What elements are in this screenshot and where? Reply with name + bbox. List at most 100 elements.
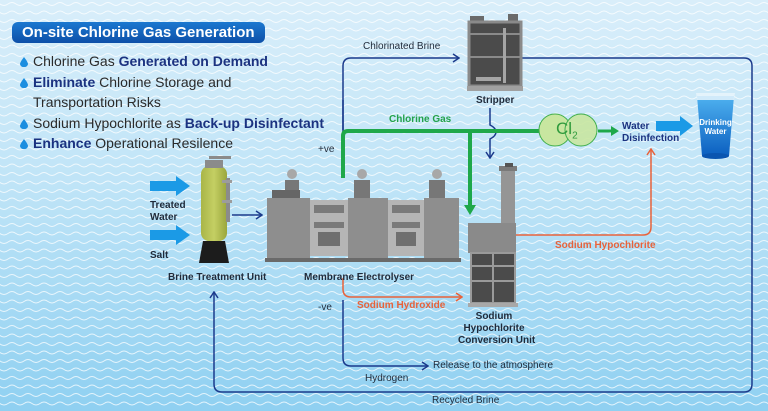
wave-line <box>0 112 768 117</box>
cl2-symbol: Cl <box>556 119 573 138</box>
wave-line <box>0 95 768 100</box>
wave-line <box>0 325 768 329</box>
salt-input-arrow <box>150 225 190 245</box>
drinking-water-label: Drinking Water <box>697 118 734 136</box>
water-drop-icon <box>20 139 28 149</box>
wave-line <box>0 376 768 380</box>
wave-line <box>0 70 768 74</box>
recycled-brine-line <box>214 57 753 393</box>
membrane-electrolyser-label: Membrane Electrolyser <box>304 272 415 283</box>
wave-line <box>0 367 768 372</box>
recycled-brine-label: Recycled Brine <box>432 395 500 406</box>
benefit-text: Sodium Hypochlorite as <box>33 114 185 131</box>
water-disinfection-label-line2: Disinfection <box>622 133 680 144</box>
benefit-text: Chlorine Gas <box>33 53 119 69</box>
benefit-text: Operational Resilence <box>91 135 233 151</box>
benefit-item: Enhance Operational Resilence <box>20 133 324 154</box>
benefit-item: Chlorine Gas Generated on Demand <box>20 51 324 72</box>
chlorine-gas-label: Chlorine Gas <box>389 114 452 125</box>
benefit-highlight: Back-up Disinfectant <box>184 114 324 131</box>
wave-line <box>0 350 768 355</box>
wave-line <box>0 197 768 202</box>
stripper-label: Stripper <box>476 95 515 106</box>
wave-line <box>0 299 768 304</box>
conversion-unit-label-line3: Conversion Unit <box>458 335 536 346</box>
wave-line <box>0 282 768 287</box>
water-drop-icon <box>20 77 28 88</box>
chlorinated-brine-line <box>342 58 459 150</box>
treated-water-input-arrow <box>150 176 190 196</box>
wave-line <box>0 78 768 83</box>
wave-line <box>0 308 768 312</box>
wave-line <box>0 19 768 23</box>
water-disinfection-label-line1: Water <box>622 121 650 132</box>
drinking-water-glass-graphic <box>696 93 735 159</box>
hydrogen-line <box>342 300 428 366</box>
conversion-unit-label: Sodium Hypochlorite Conversion Unit <box>458 311 536 347</box>
chlorinated-brine-label: Chlorinated Brine <box>363 41 441 52</box>
cl2-subscript: 2 <box>572 130 578 142</box>
sodium-hypochlorite-label: Sodium Hypochlorite <box>555 240 656 251</box>
wave-line <box>0 384 768 389</box>
conversion-unit-label-line2: Hypochlorite <box>463 323 525 334</box>
benefit-item: Sodium Hypochlorite as Back-up Disinfect… <box>20 113 324 134</box>
wave-line <box>0 274 768 278</box>
cl2-to-disinfection-head <box>611 126 619 136</box>
cl2-molecule-right <box>564 113 598 147</box>
treated-water-label-line1: Treated <box>150 200 186 211</box>
wave-line <box>0 87 768 91</box>
wave-line <box>0 2 768 6</box>
benefit-highlight: Enhance <box>33 135 92 151</box>
wave-line <box>0 44 768 49</box>
sodium-hypochlorite-line <box>516 149 651 236</box>
disinfection-to-drinking-arrow <box>656 116 693 136</box>
conversion-unit-graphic <box>468 163 518 307</box>
wave-line <box>0 393 768 397</box>
hydrogen-label: Hydrogen <box>365 373 409 384</box>
wave-line <box>0 333 768 338</box>
positive-terminal-label: +ve <box>318 144 335 155</box>
wave-line <box>0 163 768 168</box>
chlorine-gas-line <box>341 129 540 178</box>
page-title: On-site Chlorine Gas Generation <box>12 22 265 43</box>
wave-line <box>0 189 768 193</box>
benefit-text: Chlorine Storage and <box>95 73 232 90</box>
drinking-water-label-line2: Water <box>704 127 727 136</box>
chlorine-gas-branch-head <box>464 205 476 215</box>
wave-line <box>0 316 768 321</box>
salt-label: Salt <box>150 250 169 261</box>
benefit-highlight: Generated on Demand <box>118 53 268 69</box>
wave-line <box>0 104 768 108</box>
conversion-unit-label-line1: Sodium <box>475 311 513 322</box>
wave-line <box>0 180 768 185</box>
membrane-electrolyser-graphic <box>265 169 461 262</box>
wave-line <box>0 138 768 142</box>
benefit-text: Transportation Risks <box>33 94 161 110</box>
wave-line <box>0 401 768 406</box>
wave-line <box>0 155 768 159</box>
water-disinfection-label: Water Disinfection <box>622 121 679 145</box>
wave-line <box>0 172 768 176</box>
treated-water-label: Treated Water <box>150 200 186 224</box>
drinking-water-label-line1: Drinking <box>699 118 732 127</box>
sodium-hydroxide-label: Sodium Hydroxide <box>357 300 446 311</box>
benefit-highlight: Eliminate <box>33 73 96 90</box>
release-to-atmosphere-label: Release to the atmosphere <box>433 360 554 371</box>
wave-line <box>0 342 768 346</box>
negative-terminal-label: -ve <box>318 302 332 313</box>
wave-line <box>0 291 768 295</box>
wave-line <box>0 359 768 363</box>
wave-line <box>0 53 768 57</box>
brine-treatment-unit-label: Brine Treatment Unit <box>168 272 267 283</box>
wave-line <box>0 265 768 270</box>
treated-water-label-line2: Water <box>150 212 178 223</box>
wave-line <box>0 61 768 66</box>
sodium-hydroxide-line <box>342 278 462 297</box>
wave-line <box>0 10 768 15</box>
cl2-formula: Cl2 <box>556 119 578 141</box>
stripper-graphic <box>467 14 523 91</box>
wave-line <box>0 146 768 151</box>
